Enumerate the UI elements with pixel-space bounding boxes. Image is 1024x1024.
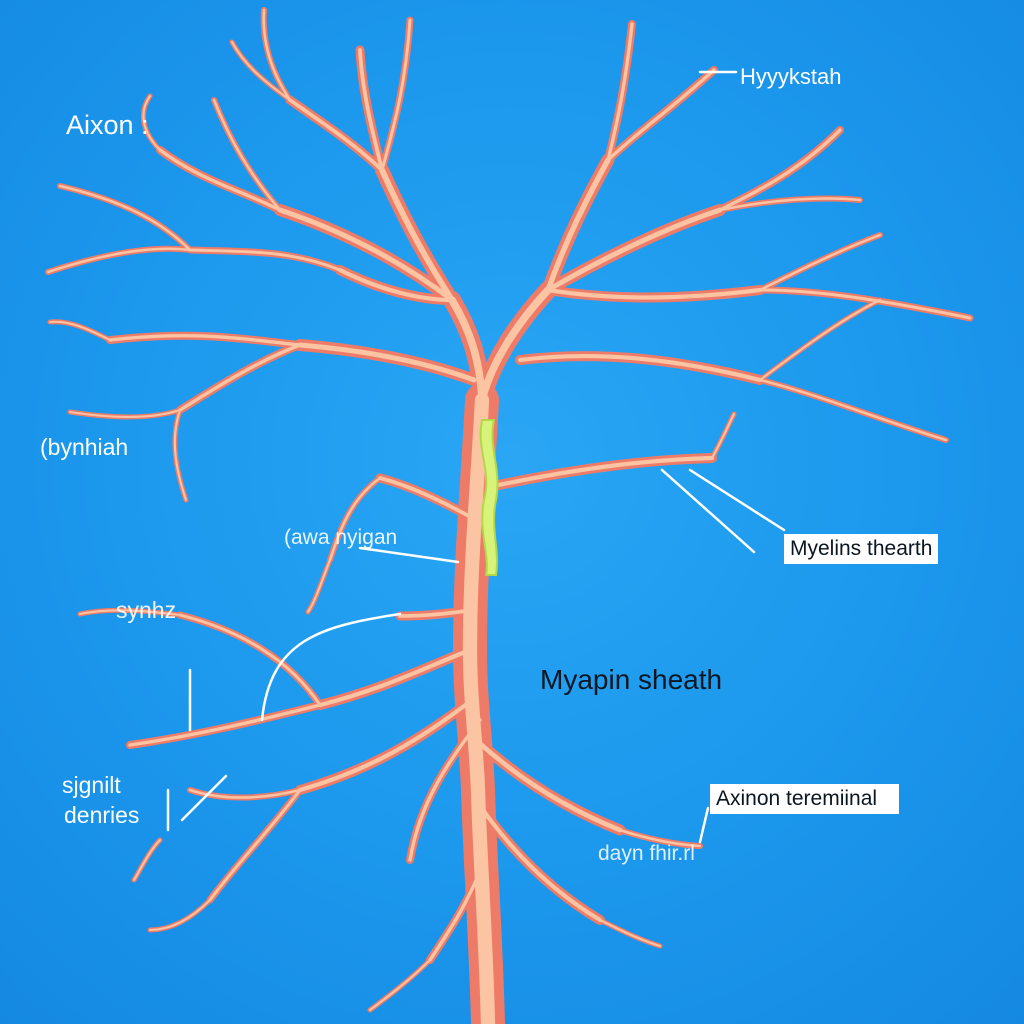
dendrite-branch-highlight — [158, 148, 282, 212]
dendrite-branch-highlight — [317, 647, 473, 708]
dendrite-branch-highlight — [188, 788, 302, 799]
dendrite-branch-highlight — [288, 98, 384, 172]
dendrite-branch-highlight — [378, 476, 478, 522]
pointer-arrows — [166, 70, 786, 844]
label-center-left: (awa nyigan — [284, 526, 398, 549]
dendrite-branch-highlight — [148, 898, 212, 932]
dendrite-branch-highlight — [178, 613, 322, 707]
dendrite-branch-highlight — [108, 334, 302, 347]
dendrite-branch-highlight — [173, 408, 188, 502]
dendrite-branch-highlight — [408, 718, 482, 862]
dendrite-branch-highlight — [758, 298, 882, 382]
dendrite-branch — [489, 453, 717, 491]
dendrite-branch — [470, 734, 626, 836]
dendrite-branch-highlight — [428, 858, 486, 962]
label-left-mid: (bynhiah — [40, 434, 129, 460]
dendrite-branch-highlight — [208, 788, 302, 902]
label-top-right: Hyyykstah — [740, 64, 842, 89]
arrow-myelin-lower — [660, 468, 756, 554]
dendrite-branch-highlight — [545, 287, 763, 300]
dendrite-branch-highlight — [448, 296, 486, 404]
dendrite-branch-highlight — [598, 918, 662, 948]
label-synapse: synhz — [116, 597, 177, 623]
dendrite-branch-highlight — [545, 157, 611, 293]
dendrite-branch-highlight — [337, 267, 455, 303]
dendrite-branch-highlight — [606, 68, 716, 162]
label-signal-line2: denries — [64, 802, 140, 828]
label-bottom-right: dayn fhir.rl — [598, 842, 695, 865]
dendrite-branch-highlight — [398, 608, 474, 618]
myelin-segment — [479, 419, 499, 576]
dendrite-branch — [176, 611, 324, 709]
dendrite-branch-highlight — [68, 408, 182, 419]
dendrite-branch-highlight — [132, 838, 162, 882]
dendrite-branch-highlight — [212, 98, 282, 212]
dendrite-branch — [295, 695, 477, 795]
dendrite-branch-highlight — [618, 828, 702, 848]
arrow-synapse-curve — [260, 612, 402, 722]
dendrite-branch — [47, 319, 113, 343]
dendrite-branch-highlight — [58, 184, 192, 252]
dendrite-branch-highlight — [473, 797, 603, 923]
dendrite-branch-highlight — [46, 247, 192, 274]
dendrite-highlights — [46, 8, 972, 1024]
arrow-center-left — [358, 546, 460, 564]
label-terminal-box: Axinon teremiinal — [710, 784, 900, 814]
dendrite-branch-highlight — [178, 343, 302, 412]
dendrite-branch-highlight — [230, 40, 292, 102]
dendrite-branch-highlight — [297, 697, 475, 793]
dendrite-branch-highlight — [758, 378, 948, 442]
dendrite-branch-highlight — [718, 128, 842, 212]
dendrite-branch-highlight — [368, 958, 432, 1012]
dendrite-branch-highlight — [48, 320, 112, 342]
dendrite-branch-highlight — [262, 8, 292, 102]
dendrite-branch — [229, 39, 293, 103]
dendrite-branch-highlight — [277, 207, 455, 303]
dendrite-branch-highlight — [478, 286, 552, 404]
dendrite-branch-highlight — [718, 197, 862, 212]
dendrite-branch — [45, 245, 193, 275]
arrow-myelin-upper — [688, 468, 786, 532]
dendrite-branch-highlight — [297, 342, 477, 383]
dendrite-branch-highlight — [758, 288, 972, 320]
dendrite-branch-highlight — [328, 476, 382, 562]
dendrite-branch-highlight — [462, 392, 496, 1024]
label-signal-line1: sjgnilt — [62, 772, 121, 798]
label-axon: Aixon : — [66, 110, 149, 140]
dendrite-branch-highlight — [710, 412, 736, 460]
dendrite-branch — [57, 183, 193, 253]
dendrite-branch — [294, 339, 480, 386]
dendrite-branch-highlight — [128, 703, 322, 747]
dendrite-branch-highlight — [306, 558, 332, 614]
dendrite-branch — [756, 286, 974, 322]
dendrite-branch-highlight — [758, 233, 882, 292]
dendrite-branch-highlight — [606, 22, 634, 162]
dendrite-branch-highlight — [491, 455, 715, 489]
label-myapin: Myapin sheath — [540, 664, 723, 695]
dendrite-branch-highlight — [142, 94, 162, 152]
dendrite-branch-highlight — [358, 48, 384, 172]
dendrite-branch-highlight — [517, 353, 763, 383]
dendrite-branch-highlight — [78, 609, 182, 617]
dendrite-branch-highlight — [473, 737, 623, 833]
dendrite-branch — [378, 16, 414, 174]
arrow-terminal — [698, 806, 710, 844]
arrow-signal-diagonal — [180, 774, 228, 822]
dendrite-branch — [147, 897, 213, 933]
label-myelin-box: Myelins thearth — [784, 534, 939, 564]
dendrite-branch-highlight — [380, 18, 412, 172]
dendrite-branch-highlight — [379, 167, 455, 303]
dendrite-branch-highlight — [188, 248, 342, 272]
dendrite-branch — [757, 297, 883, 383]
dendrite-branches — [45, 7, 974, 1024]
dendrite-branch-highlight — [545, 207, 723, 293]
